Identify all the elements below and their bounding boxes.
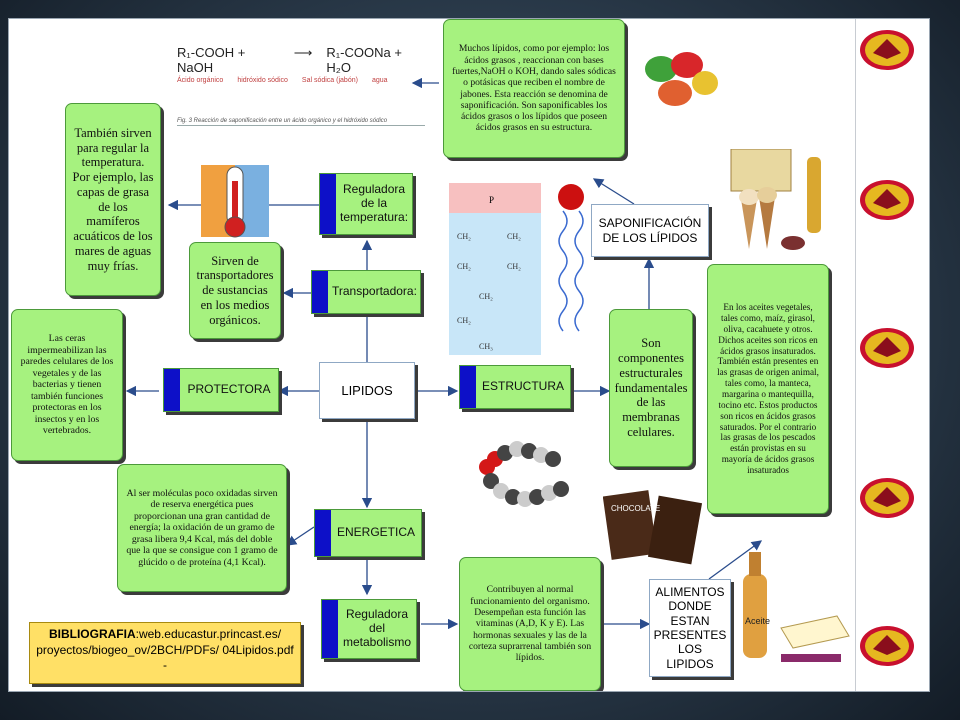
chocolate-image: CHOCOLATE <box>603 490 703 565</box>
chain-label-6: CH₂ <box>457 316 471 325</box>
formula-left: R₁-COOH + NaOH <box>177 45 246 75</box>
node-energetica: ENERGETICA <box>314 509 422 557</box>
temperature-description: También sirven para regular la temperatu… <box>72 125 154 273</box>
alimentos-label: ALIMENTOS DONDE ESTAN PRESENTES LOS LIPI… <box>653 584 727 671</box>
formula-sub-mid: hidróxido sódico <box>237 77 288 84</box>
soaps-image <box>645 52 718 106</box>
transport-description: Sirven de transportadores de sustancias … <box>196 253 274 327</box>
node-estructura-label: ESTRUCTURA <box>481 379 564 394</box>
chain-label-1: CH₂ <box>457 232 471 241</box>
chain-label-5: CH₂ <box>479 292 493 301</box>
aceites-description: En los aceites vegetales, tales como, ma… <box>717 302 819 476</box>
node-protectora: PROTECTORA <box>163 368 279 412</box>
formula-sub-right: Sal sódica (jabón) <box>301 77 358 84</box>
alimentos-node: ALIMENTOS DONDE ESTAN PRESENTES LOS LIPI… <box>649 579 731 677</box>
protective-description-box: Las ceras impermeabilizan las paredes ce… <box>11 309 123 461</box>
node-reguladora-metabolismo-label: Reguladora del metabolismo <box>342 607 412 649</box>
saponification-description-box: Muchos lípidos, como por ejemplo: los ác… <box>443 19 625 158</box>
school-seal-icon <box>860 30 914 70</box>
metabolism-description-box: Contribuyen al normal funcionamiento del… <box>459 557 601 691</box>
school-seal-icon <box>860 180 914 220</box>
node-reguladora-temperatura-label: Reguladora de la temperatura: <box>340 182 409 224</box>
chain-label-p: P <box>489 195 494 205</box>
saponificacion-node: SAPONIFICACIÓN DE LOS LÍPIDOS <box>591 204 709 257</box>
school-seal-icon <box>860 626 914 666</box>
thermometer-image <box>201 165 269 238</box>
molecule-model-image <box>479 441 569 507</box>
chain-label-4: CH₂ <box>507 262 521 271</box>
seal-column-divider <box>855 19 856 691</box>
node-estructura: ESTRUCTURA <box>459 365 571 409</box>
node-reguladora-temperatura: Reguladora de la temperatura: <box>319 173 413 235</box>
bibliography-label: BIBLIOGRAFIA <box>48 627 136 641</box>
school-seal-icon <box>860 328 914 368</box>
center-node-lipidos: LIPIDOS <box>319 362 415 419</box>
temperature-description-box: También sirven para regular la temperatu… <box>65 103 161 296</box>
formula-sub-water: agua <box>371 77 388 84</box>
node-transportadora-label: Transportadora: <box>332 284 417 299</box>
chocolate-label: CHOCOLATE <box>611 504 660 513</box>
saponificacion-label: SAPONIFICACIÓN DE LOS LÍPIDOS <box>598 216 702 245</box>
bibliography-box: BIBLIOGRAFIA:web.educastur.princast.es/ … <box>29 622 301 684</box>
aceites-description-box: En los aceites vegetales, tales como, ma… <box>707 264 829 514</box>
saponification-description: Muchos lípidos, como por ejemplo: los ác… <box>452 43 616 134</box>
node-protectora-label: PROTECTORA <box>187 382 271 397</box>
slide: R₁-COOH + NaOH ⟶ R₁-COONa + H₂O Ácido or… <box>8 18 930 692</box>
transport-description-box: Sirven de transportadores de sustancias … <box>189 242 281 339</box>
energetic-description: Al ser moléculas poco oxidadas sirven de… <box>126 487 278 568</box>
formula-arrow-icon: ⟶ <box>293 45 313 60</box>
formula-sub-left: Ácido orgánico <box>177 77 224 84</box>
node-energetica-label: ENERGETICA <box>336 525 415 540</box>
chain-label-3: CH₂ <box>457 262 471 271</box>
protective-description: Las ceras impermeabilizan las paredes ce… <box>20 333 114 437</box>
school-seal-icon <box>860 478 914 518</box>
aceite-label: Aceite <box>745 616 770 626</box>
formula-caption: Fig. 3 Reacción de saponificación entre … <box>177 118 388 124</box>
chain-label-7: CH₃ <box>479 342 493 351</box>
node-transportadora: Transportadora: <box>311 270 421 314</box>
node-reguladora-metabolismo: Reguladora del metabolismo <box>321 599 417 659</box>
chain-label-2: CH₂ <box>507 232 521 241</box>
formula-right: R₁-COONa + H₂O <box>326 45 402 75</box>
center-node-lipidos-label: LIPIDOS <box>341 383 393 398</box>
oil-and-cheese-image: Aceite <box>743 552 850 662</box>
membrane-description: Son componentes estructurales fundamenta… <box>614 336 688 439</box>
fatty-foods-image <box>730 149 821 250</box>
saponification-formula: R₁-COOH + NaOH ⟶ R₁-COONa + H₂O Ácido or… <box>177 41 425 131</box>
metabolism-description: Contribuyen al normal funcionamiento del… <box>468 584 592 664</box>
phospholipid-chain-image: P CH₂ CH₂ CH₂ CH₂ CH₂ CH₂ CH₃ <box>449 183 584 355</box>
energetic-description-box: Al ser moléculas poco oxidadas sirven de… <box>117 464 287 592</box>
bibliography-text: :web.educastur.princast.es/ proyectos/bi… <box>36 627 294 673</box>
membrane-description-box: Son componentes estructurales fundamenta… <box>609 309 693 467</box>
